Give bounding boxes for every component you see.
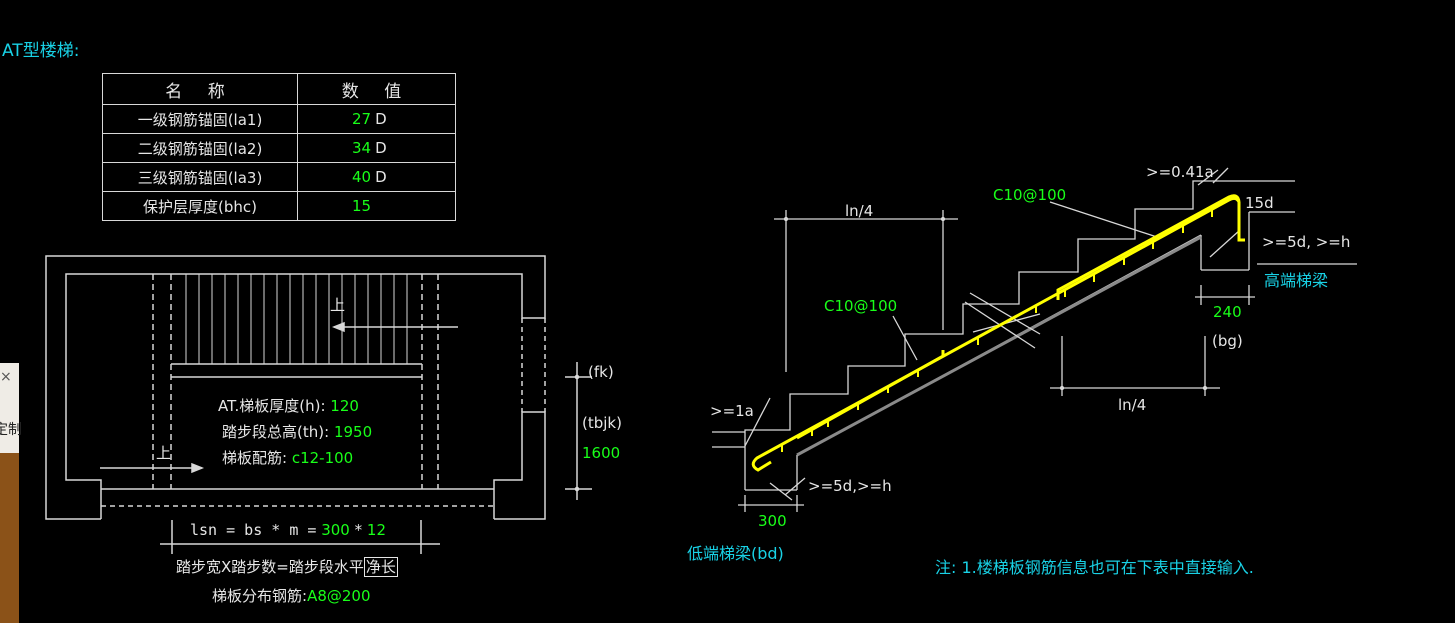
row-value[interactable]: 40: [352, 168, 372, 186]
header-value: 数 值: [297, 73, 456, 105]
table-header-row: 名 称 数 值: [102, 73, 456, 105]
row-value[interactable]: 15: [352, 197, 372, 215]
row-unit: D: [375, 139, 387, 157]
rebar-label: 梯板配筋:: [222, 449, 288, 467]
table-row[interactable]: 保护层厚度(bhc) 15: [102, 191, 456, 221]
row-name: 保护层厚度(bhc): [102, 191, 298, 221]
thickness-field[interactable]: AT.梯板厚度(h): 120: [218, 395, 359, 416]
rebar-value[interactable]: c12-100: [291, 449, 354, 467]
side-panel-header[interactable]: × 定制: [0, 363, 22, 453]
row-value[interactable]: 27: [352, 110, 372, 128]
tbjk-label: (tbjk): [582, 414, 622, 432]
hook-15d-label: 15d: [1245, 194, 1274, 212]
height-label: 踏步段总高(th):: [222, 423, 330, 441]
times-sign: *: [354, 521, 363, 539]
section-view: [712, 167, 1357, 512]
dist-rebar-value[interactable]: A8@200: [307, 587, 371, 605]
bg-label: (bg): [1212, 332, 1243, 350]
anchor-top-label: >=0.41a: [1146, 163, 1214, 181]
header-name: 名 称: [102, 73, 298, 105]
bs-value[interactable]: 300: [321, 521, 350, 539]
high-beam-width-value[interactable]: 240: [1213, 303, 1242, 321]
thickness-value[interactable]: 120: [330, 397, 359, 415]
row-name: 二级钢筋锚固(la2): [102, 133, 298, 163]
side-panel-text: 定制: [0, 422, 22, 438]
row-value-cell[interactable]: 15: [297, 191, 456, 221]
height-field[interactable]: 踏步段总高(th): 1950: [222, 421, 372, 442]
hook-high-label: >=5d, >=h: [1262, 233, 1351, 251]
high-beam-label: 高端梯梁: [1264, 271, 1329, 290]
up-arrow-label-1: 上: [330, 296, 346, 314]
diagram-title: AT型楼梯:: [2, 41, 80, 61]
thickness-label: AT.梯板厚度(h):: [218, 397, 326, 415]
lsn-label: lsn = bs * m =: [190, 521, 317, 539]
dist-rebar-label: 梯板分布钢筋:: [212, 587, 308, 605]
formula-boxed: 净长: [363, 557, 398, 577]
formula-text: 踏步宽X踏步数=踏步段水平: [176, 558, 364, 576]
low-beam-width-value[interactable]: 300: [758, 512, 787, 530]
lsn-field[interactable]: lsn = bs * m = 300 * 12: [190, 521, 386, 539]
up-arrow-label-2: 上: [156, 444, 172, 462]
m-value[interactable]: 12: [366, 521, 387, 539]
stair-width-value[interactable]: 1600: [582, 444, 621, 462]
fk-label: (fk): [588, 363, 614, 381]
rebar-lines: [751, 194, 1245, 472]
row-unit: D: [375, 110, 387, 128]
note-text: 注: 1.楼梯板钢筋信息也可在下表中直接输入.: [935, 558, 1254, 577]
anchor-low-label: >=1a: [710, 402, 754, 420]
dist-rebar-field[interactable]: 梯板分布钢筋:A8@200: [212, 585, 371, 606]
ln4-bottom-label: ln/4: [1118, 396, 1147, 414]
low-beam-label: 低端梯梁(bd): [687, 544, 784, 563]
top-rebar-value[interactable]: C10@100: [993, 186, 1067, 204]
rebar-field[interactable]: 梯板配筋: c12-100: [222, 447, 353, 468]
formula-caption: 踏步宽X踏步数=踏步段水平净长: [176, 556, 398, 577]
height-value[interactable]: 1950: [333, 423, 373, 441]
hook-low-label: >=5d,>=h: [808, 477, 892, 495]
close-icon[interactable]: ×: [0, 369, 12, 385]
row-value[interactable]: 34: [352, 139, 372, 157]
ln4-top-label: ln/4: [845, 202, 874, 220]
row-unit: D: [375, 168, 387, 186]
plan-view: [45, 255, 592, 554]
mid-rebar-value[interactable]: C10@100: [824, 297, 898, 315]
row-name: 一级钢筋锚固(la1): [102, 104, 298, 134]
